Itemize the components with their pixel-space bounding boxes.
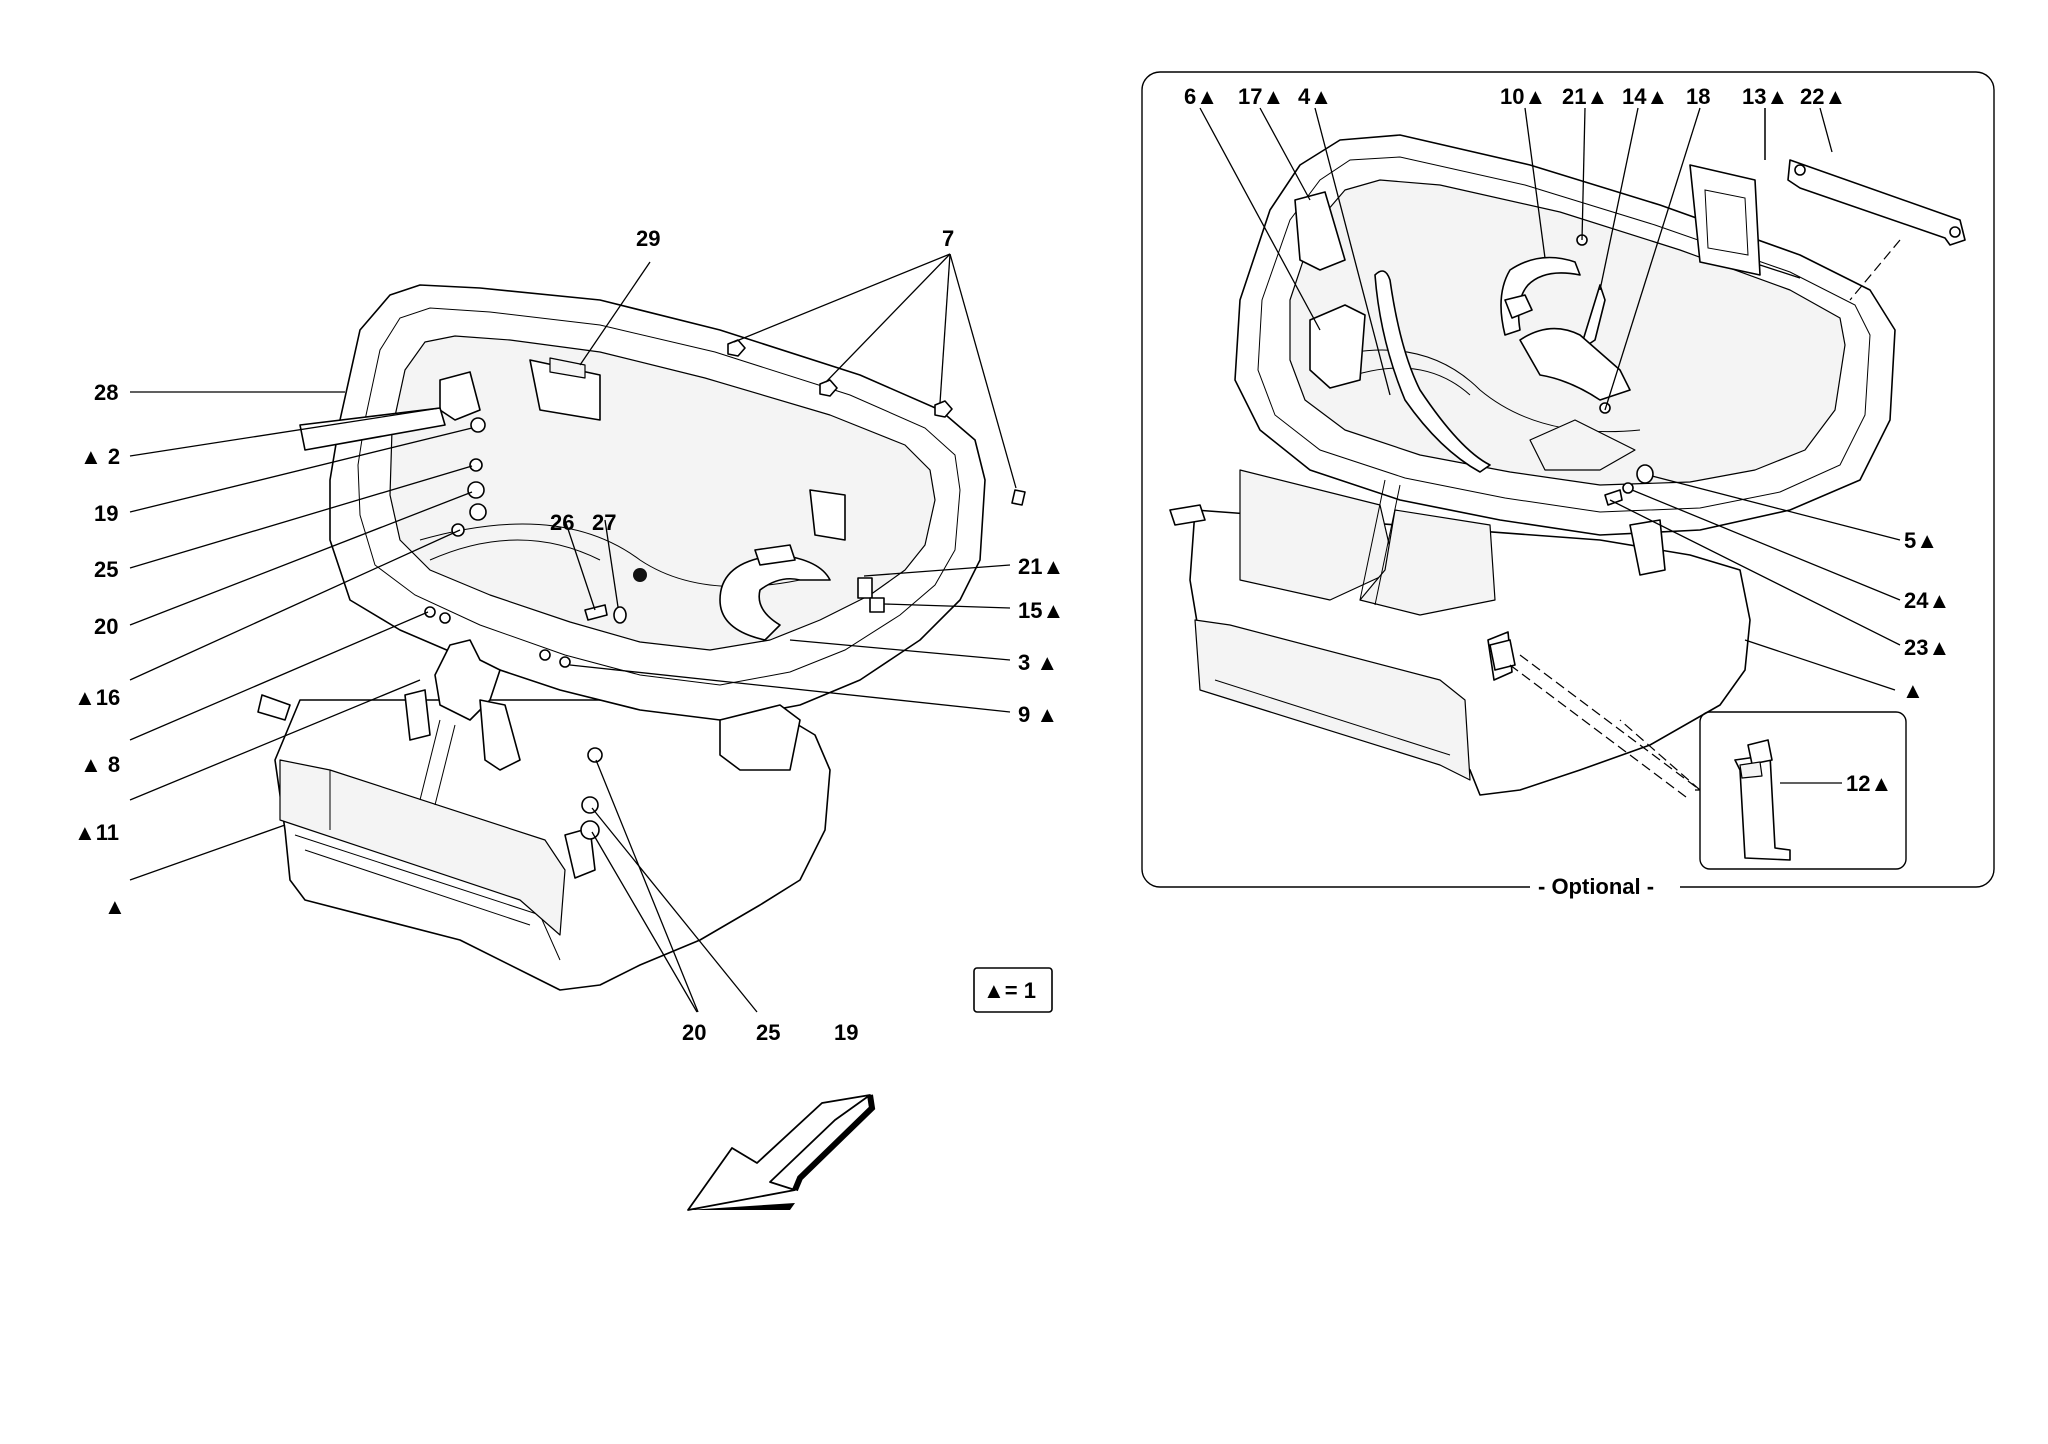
label-2: ▲ 2 bbox=[80, 444, 120, 469]
label-20-bottom: 20 bbox=[682, 1020, 706, 1045]
label-opt-22: 22▲ bbox=[1800, 84, 1846, 109]
label-26: 26 bbox=[550, 510, 574, 535]
left-leader-lines bbox=[129, 253, 1017, 1013]
label-triangle-left: ▲ bbox=[104, 894, 126, 919]
label-opt-10: 10▲ bbox=[1500, 84, 1546, 109]
legend-box bbox=[973, 967, 1053, 1013]
optional-caption: - Optional - bbox=[1538, 874, 1654, 899]
label-opt-21: 21▲ bbox=[1562, 84, 1608, 109]
label-20: 20 bbox=[94, 614, 118, 639]
label-opt-5: 5▲ bbox=[1904, 528, 1938, 553]
label-16: ▲16 bbox=[74, 685, 120, 710]
optional-trunk-assembly bbox=[1169, 134, 1966, 796]
label-opt-13: 13▲ bbox=[1742, 84, 1788, 109]
left-labels: 28 ▲ 2 19 25 20 ▲16 ▲ 8 ▲11 ▲ 29 7 26 27… bbox=[74, 226, 1064, 1045]
label-7: 7 bbox=[942, 226, 954, 251]
label-25-bottom: 25 bbox=[756, 1020, 780, 1045]
label-19-bottom: 19 bbox=[834, 1020, 858, 1045]
inset-box-12 bbox=[1619, 711, 1907, 870]
label-opt-4: 4▲ bbox=[1298, 84, 1332, 109]
label-11: ▲11 bbox=[74, 820, 119, 845]
label-9: 9 ▲ bbox=[1018, 702, 1058, 727]
label-19: 19 bbox=[94, 501, 118, 526]
label-opt-23: 23▲ bbox=[1904, 635, 1950, 660]
direction-arrow-icon bbox=[687, 1094, 876, 1211]
label-opt-17: 17▲ bbox=[1238, 84, 1284, 109]
label-25: 25 bbox=[94, 557, 118, 582]
label-opt-14: 14▲ bbox=[1622, 84, 1668, 109]
legend-text: ▲= 1 bbox=[983, 978, 1036, 1003]
label-15: 15▲ bbox=[1018, 598, 1064, 623]
label-27: 27 bbox=[592, 510, 616, 535]
label-opt-24: 24▲ bbox=[1904, 588, 1950, 613]
optional-labels: 6▲ 17▲ 4▲ 10▲ 21▲ 14▲ 18 13▲ 22▲ 5▲ 24▲ … bbox=[1184, 84, 1950, 899]
label-28: 28 bbox=[94, 380, 118, 405]
left-trunk-assembly bbox=[257, 284, 1026, 991]
label-opt-12: 12▲ bbox=[1846, 771, 1892, 796]
label-21: 21▲ bbox=[1018, 554, 1064, 579]
optional-frame bbox=[1141, 71, 1995, 904]
label-opt-triangle: ▲ bbox=[1902, 678, 1924, 703]
label-3: 3 ▲ bbox=[1018, 650, 1058, 675]
label-29: 29 bbox=[636, 226, 660, 251]
label-opt-18: 18 bbox=[1686, 84, 1710, 109]
optional-leader-lines bbox=[1199, 107, 1901, 801]
label-opt-6: 6▲ bbox=[1184, 84, 1218, 109]
label-8: ▲ 8 bbox=[80, 752, 120, 777]
